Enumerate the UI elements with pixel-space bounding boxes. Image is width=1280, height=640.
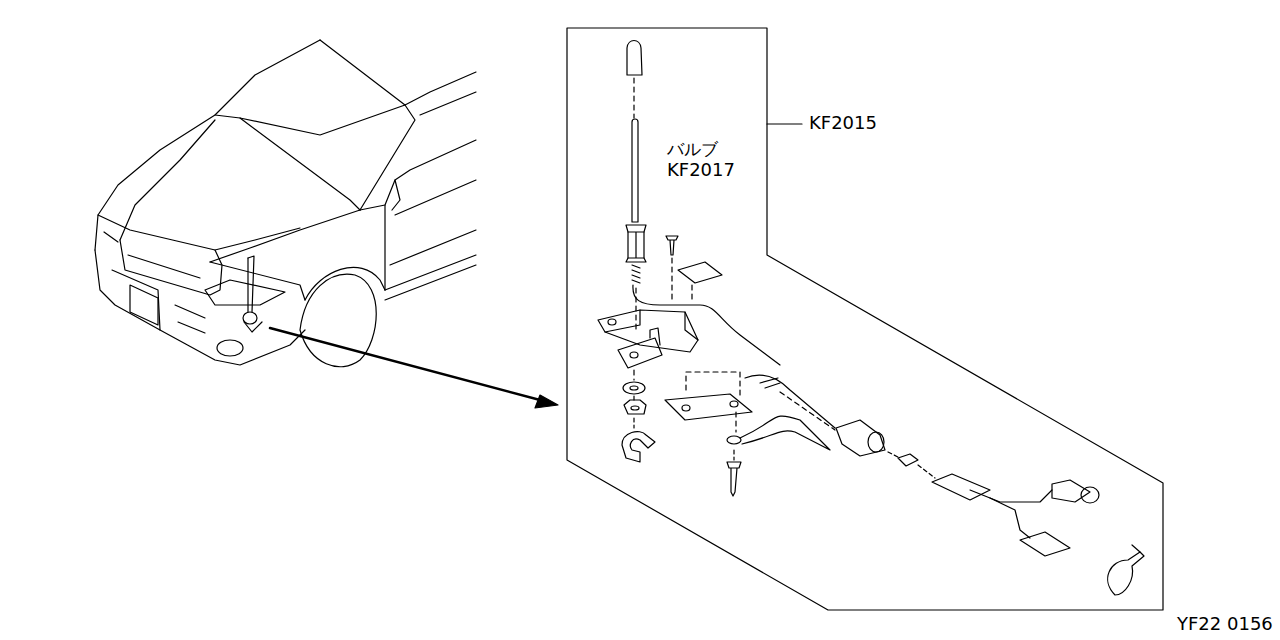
antenna-parts xyxy=(598,41,1144,596)
part-label: KF2015 xyxy=(808,113,878,133)
kit-outline xyxy=(567,28,1163,610)
leader-line xyxy=(767,123,802,124)
figure-number: YF22 0156 xyxy=(1176,614,1274,634)
part-label: バルブ xyxy=(666,139,719,159)
car-drawing xyxy=(95,40,476,367)
pointer-arrow xyxy=(270,328,558,408)
part-label: KF2017 xyxy=(666,160,736,180)
